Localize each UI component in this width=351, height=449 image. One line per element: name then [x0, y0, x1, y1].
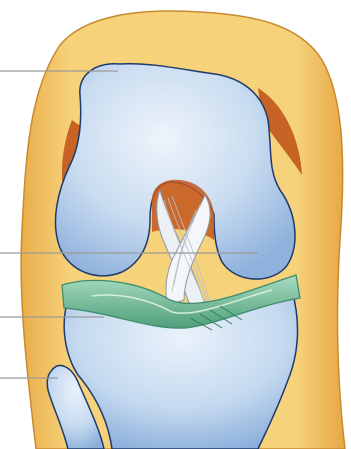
- knee-anatomy-diagram: [0, 0, 351, 449]
- knee-illustration: [0, 0, 351, 449]
